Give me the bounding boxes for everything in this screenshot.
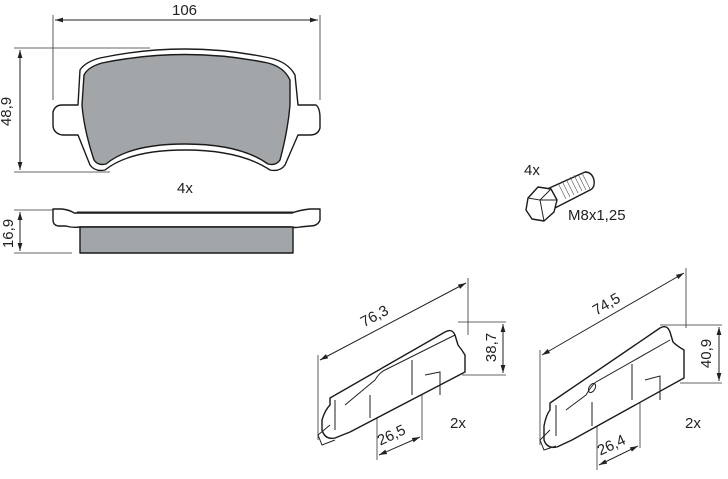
pad-height-dimension: 48,9 xyxy=(0,96,16,127)
pad-front-view xyxy=(14,15,321,173)
spring-clip-left xyxy=(317,278,506,460)
bolt-drawing xyxy=(525,171,595,222)
pad-quantity-label: 4x xyxy=(177,180,193,197)
spring-clip-right xyxy=(539,268,722,470)
spring-right-quantity-label: 2x xyxy=(685,415,701,432)
pad-width-dimension: 106 xyxy=(172,2,198,19)
bolt-thread-label: M8x1,25 xyxy=(568,207,626,224)
spring-left-height-dimension: 38,7 xyxy=(483,332,501,363)
pad-thickness-dimension: 16,9 xyxy=(0,218,18,249)
spring-right-height-dimension: 40,9 xyxy=(698,338,716,369)
spring-left-quantity-label: 2x xyxy=(450,415,466,432)
pad-side-view xyxy=(14,208,321,254)
bolt-quantity-label: 4x xyxy=(524,162,540,179)
